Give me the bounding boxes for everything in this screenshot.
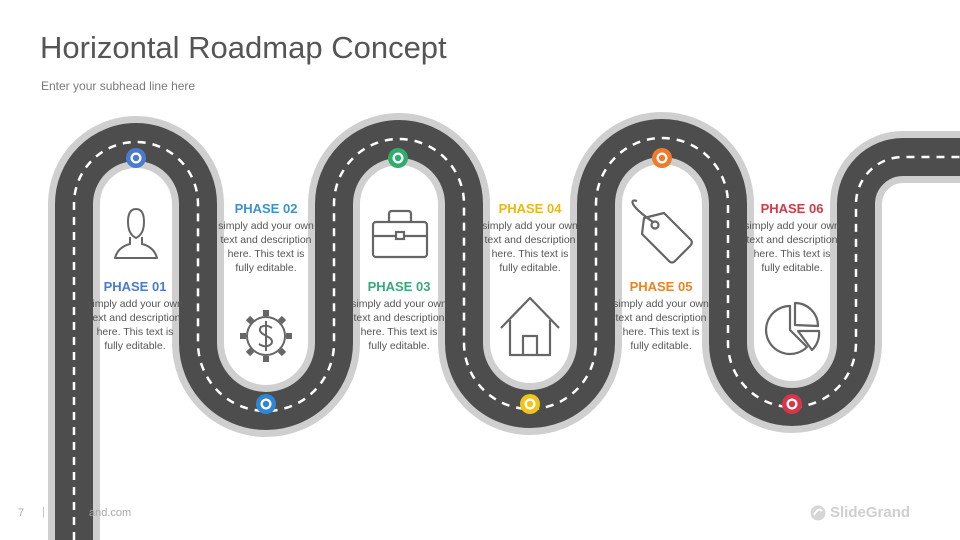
- phase-03-title: PHASE 03: [367, 279, 431, 294]
- page-title: Horizontal Roadmap Concept: [40, 30, 447, 65]
- footer-separator: |: [42, 506, 45, 518]
- road-asphalt: [55, 119, 960, 540]
- page-number: 7: [18, 507, 25, 519]
- phase-05: PHASE 05 simply add your own text and de…: [613, 279, 709, 353]
- phase-04-title: PHASE 04: [498, 201, 562, 216]
- briefcase-icon: [371, 209, 429, 259]
- phase-06: PHASE 06 simply add your own text and de…: [744, 201, 840, 275]
- tag-icon: [631, 199, 693, 264]
- brand-name: SlideGrand: [830, 504, 911, 521]
- phase-01-marker-dot: [132, 154, 140, 162]
- phase-02: PHASE 02 simply add your own text and de…: [218, 201, 314, 275]
- page-subhead: Enter your subhead line here: [41, 79, 196, 93]
- user-icon: [114, 208, 158, 259]
- phase-02-title: PHASE 02: [234, 201, 298, 216]
- phase-04-description: simply add your own text and description…: [482, 220, 578, 274]
- phase-06-title: PHASE 06: [760, 201, 824, 216]
- phase-03: PHASE 03 simply add your own text and de…: [351, 279, 447, 353]
- brand-logo: SlideGrand: [810, 504, 910, 521]
- phase-01-title: PHASE 01: [103, 279, 167, 294]
- phase-03-description: simply add your own text and description…: [351, 298, 447, 352]
- phase-02-marker-dot: [262, 400, 270, 408]
- home-icon: [500, 296, 560, 357]
- phase-03-marker-dot: [394, 154, 402, 162]
- phase-04: PHASE 04 simply add your own text and de…: [482, 201, 578, 275]
- dollar-gear-icon: [240, 310, 292, 362]
- brand-logo-icon: [810, 505, 826, 520]
- phase-02-description: simply add your own text and description…: [218, 220, 314, 274]
- phase-01: PHASE 01 simply add your own text and de…: [87, 279, 183, 353]
- phase-06-marker-dot: [788, 400, 796, 408]
- phase-05-marker-dot: [658, 154, 666, 162]
- phase-01-description: simply add your own text and description…: [87, 298, 183, 352]
- phase-04-marker-dot: [526, 400, 534, 408]
- road-center-line: [72, 136, 960, 540]
- footer-website: and.com: [89, 507, 132, 519]
- phase-05-title: PHASE 05: [629, 279, 693, 294]
- phase-05-description: simply add your own text and description…: [613, 298, 709, 352]
- phase-06-description: simply add your own text and description…: [744, 220, 840, 274]
- pie-chart-icon: [765, 301, 821, 356]
